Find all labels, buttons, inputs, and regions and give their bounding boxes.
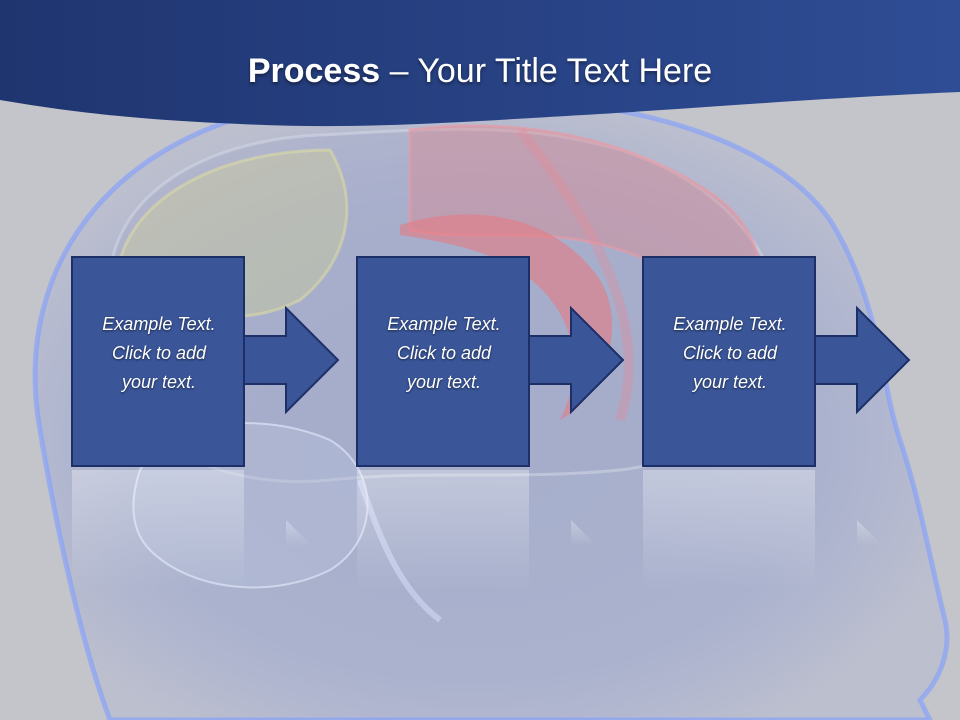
process-step-2[interactable]: Example Text. Click to add your text. (356, 256, 637, 468)
page-title: Process – Your Title Text Here (0, 52, 960, 91)
title-bold: Process (247, 52, 381, 90)
step-3-text[interactable]: Example Text. Click to add your text. (673, 314, 787, 392)
arrow-right-icon (243, 305, 340, 415)
step-3-shape (642, 256, 911, 467)
step-2-shape (356, 256, 625, 467)
process-step-1[interactable]: Example Text. Click to add your text. (71, 256, 352, 468)
step-2-text[interactable]: Example Text. Click to add your text. (387, 314, 501, 392)
process-step-3[interactable]: Example Text. Click to add your text. (642, 256, 923, 468)
arrow-right-icon (528, 305, 625, 415)
arrow-right-icon (814, 305, 911, 415)
step-1-text[interactable]: Example Text. Click to add your text. (102, 314, 216, 392)
title-rest: – Your Title Text Here (380, 52, 713, 90)
step-1-shape (71, 256, 340, 467)
header-band (0, 0, 960, 127)
